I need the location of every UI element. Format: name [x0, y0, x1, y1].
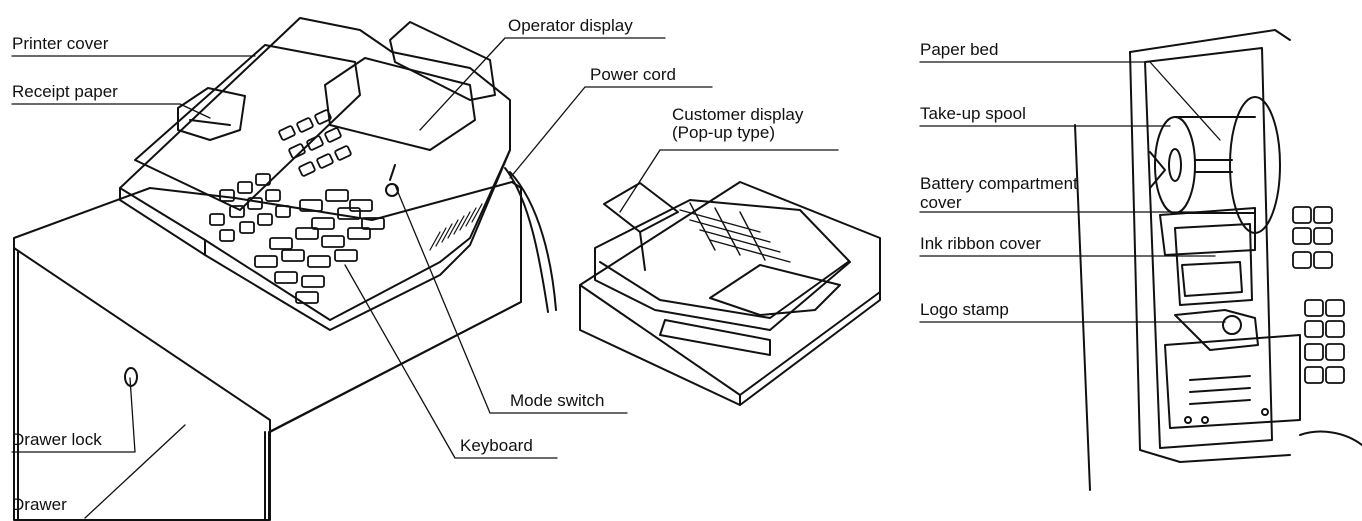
- label-logo-stamp: Logo stamp: [920, 300, 1009, 319]
- interior-drawing: [1074, 29, 1362, 491]
- label-customer-display: Customer display (Pop-up type): [672, 105, 804, 142]
- mode-switch-key: [385, 183, 399, 197]
- leader-receipt-paper: [11, 103, 211, 119]
- interior-keys: [1292, 206, 1345, 384]
- popup-customer-display: [603, 182, 679, 233]
- printer-cover: [134, 44, 361, 211]
- logo-stamp: [1174, 309, 1259, 351]
- operator-display-panel: [324, 57, 476, 151]
- label-battery-compartment-cover: Battery compartment cover: [920, 174, 1078, 212]
- keyboard-keys: [209, 109, 385, 304]
- register-body: [119, 17, 511, 331]
- label-keyboard: Keyboard: [460, 436, 533, 455]
- ink-ribbon-cover: [1174, 223, 1253, 306]
- label-power-cord: Power cord: [590, 65, 676, 84]
- battery-compartment-cover: [1159, 207, 1256, 256]
- label-take-up-spool: Take-up spool: [920, 104, 1026, 123]
- main-register-drawing: [13, 17, 557, 521]
- leader-lines: [11, 37, 1226, 519]
- leader-keyboard: [344, 264, 558, 459]
- leader-drawer-lock: [11, 377, 136, 453]
- label-operator-display: Operator display: [508, 16, 633, 35]
- popup-register-drawing: [579, 181, 881, 406]
- label-drawer-lock: Drawer lock: [12, 430, 102, 449]
- leader-drawer: [84, 424, 186, 519]
- label-printer-cover: Printer cover: [12, 34, 109, 53]
- leader-operator-display: [419, 37, 666, 131]
- side-vents: [429, 203, 483, 251]
- drawer-box: [13, 181, 522, 521]
- label-ink-ribbon-cover: Ink ribbon cover: [920, 234, 1041, 253]
- receipt-paper: [177, 87, 246, 141]
- customer-display-flag: [389, 21, 496, 101]
- leader-mode-switch: [394, 184, 628, 414]
- label-drawer: Drawer: [12, 495, 67, 514]
- leader-customer-display: [619, 149, 839, 213]
- label-mode-switch: Mode switch: [510, 391, 605, 410]
- drawer-front: [13, 247, 271, 521]
- leader-power-cord: [509, 86, 713, 179]
- leader-paper-bed: [919, 61, 1221, 141]
- power-cord: [504, 167, 557, 313]
- label-receipt-paper: Receipt paper: [12, 82, 118, 101]
- label-paper-bed: Paper bed: [920, 40, 999, 59]
